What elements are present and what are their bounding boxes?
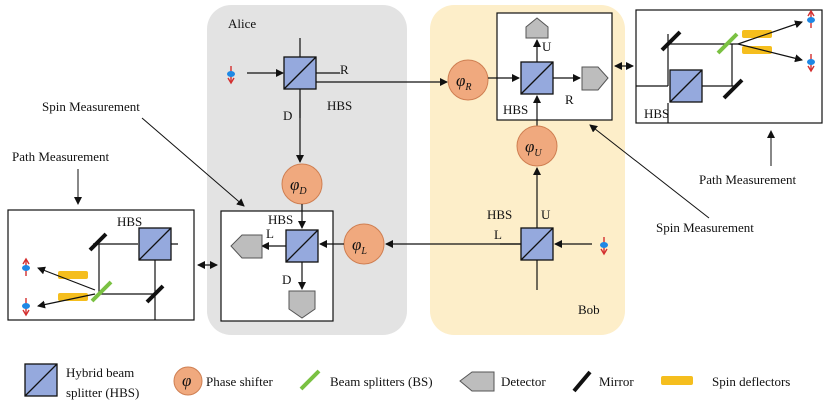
legend-phase-shifter-label: Phase shifter bbox=[206, 374, 273, 389]
left-box-hbs bbox=[138, 227, 172, 261]
right-box-mirror-bottom bbox=[722, 78, 744, 100]
phase-shifter-d bbox=[281, 163, 323, 205]
bob-bottom-hbs bbox=[520, 227, 554, 261]
right-box-spin-deflector-top bbox=[742, 30, 772, 38]
right-path-measurement-box bbox=[635, 9, 823, 124]
alice-measurement-box bbox=[220, 210, 334, 322]
phase-l-label: φL bbox=[352, 235, 367, 257]
alice-detector-l bbox=[230, 234, 263, 259]
right-box-hbs-label: HBS bbox=[644, 106, 669, 121]
legend-spin-deflectors-label: Spin deflectors bbox=[712, 374, 790, 389]
bob-detector-r bbox=[581, 66, 609, 91]
phase-d-label: φD bbox=[290, 175, 307, 197]
alice-label: Alice bbox=[228, 16, 256, 31]
legend-hbs-line2: splitter (HBS) bbox=[66, 385, 139, 400]
legend-beam-splitter-icon bbox=[299, 369, 321, 391]
alice-bottom-hbs-label: HBS bbox=[268, 212, 293, 227]
spin-measurement-pointer-right bbox=[589, 124, 710, 219]
right-box-mirror-top bbox=[660, 30, 682, 52]
path-measurement-label-left: Path Measurement bbox=[12, 149, 110, 164]
legend-detector-icon bbox=[459, 371, 495, 392]
left-path-measurement-content: HBS bbox=[21, 214, 178, 320]
spin-measurement-label-left: Spin Measurement bbox=[42, 99, 140, 114]
alice-l-label: L bbox=[266, 226, 274, 241]
right-box-hbs bbox=[669, 69, 703, 103]
legend-beam-splitter-label: Beam splitters (BS) bbox=[330, 374, 433, 389]
right-path-measurement-content: HBS bbox=[636, 10, 816, 123]
left-path-measurement-box bbox=[7, 209, 195, 321]
alice-bottom-hbs bbox=[285, 229, 319, 263]
alice-hbs-label: HBS bbox=[327, 98, 352, 113]
left-box-spin-deflector-top bbox=[58, 271, 88, 279]
legend-phase-shifter-icon bbox=[173, 366, 203, 396]
alice-r-label: R bbox=[340, 62, 349, 77]
phase-r-label: φR bbox=[456, 71, 472, 93]
alice-d-label: D bbox=[283, 108, 292, 123]
bob-top-u-label: U bbox=[542, 39, 552, 54]
bob-top-hbs bbox=[520, 61, 554, 95]
bob-label: Bob bbox=[578, 302, 600, 317]
bob-top-r-label: R bbox=[565, 92, 574, 107]
legend-mirror-icon bbox=[572, 370, 592, 393]
phase-shifter-u bbox=[516, 125, 558, 167]
phase-u-label: φU bbox=[525, 137, 542, 159]
phase-shifter-r bbox=[447, 59, 489, 101]
bob-bottom-u-label: U bbox=[541, 207, 551, 222]
legend-detector-label: Detector bbox=[501, 374, 546, 389]
spin-measurement-pointer-left bbox=[141, 117, 245, 207]
alice-top-hbs bbox=[283, 56, 317, 90]
legend-mirror-label: Mirror bbox=[599, 374, 634, 389]
legend-spin-deflector-icon bbox=[661, 376, 693, 385]
alice-detector-d bbox=[288, 290, 316, 319]
legend: Hybrid beam splitter (HBS) φ Phase shift… bbox=[24, 363, 790, 400]
bob-top-hbs-label: HBS bbox=[503, 102, 528, 117]
spin-measurement-label-right: Spin Measurement bbox=[656, 220, 754, 235]
right-box-beam-splitter bbox=[716, 32, 739, 55]
path-measurement-label-right: Path Measurement bbox=[699, 172, 797, 187]
left-box-hbs-label: HBS bbox=[117, 214, 142, 229]
bob-detector-u bbox=[525, 17, 549, 39]
left-box-mirror-top bbox=[88, 232, 108, 252]
left-box-beam-splitter bbox=[90, 280, 113, 303]
bob-bottom-hbs-label: HBS bbox=[487, 207, 512, 222]
left-box-spin-deflector-bottom bbox=[58, 293, 88, 301]
alice-d-out-label: D bbox=[282, 272, 291, 287]
legend-hbs-icon bbox=[24, 363, 58, 397]
legend-hbs-line1: Hybrid beam bbox=[66, 365, 134, 380]
legend-phase-symbol: φ bbox=[182, 371, 191, 390]
phase-shifter-l bbox=[343, 223, 385, 265]
bob-bottom-l-label: L bbox=[494, 227, 502, 242]
right-box-spin-deflector-bottom bbox=[742, 46, 772, 54]
